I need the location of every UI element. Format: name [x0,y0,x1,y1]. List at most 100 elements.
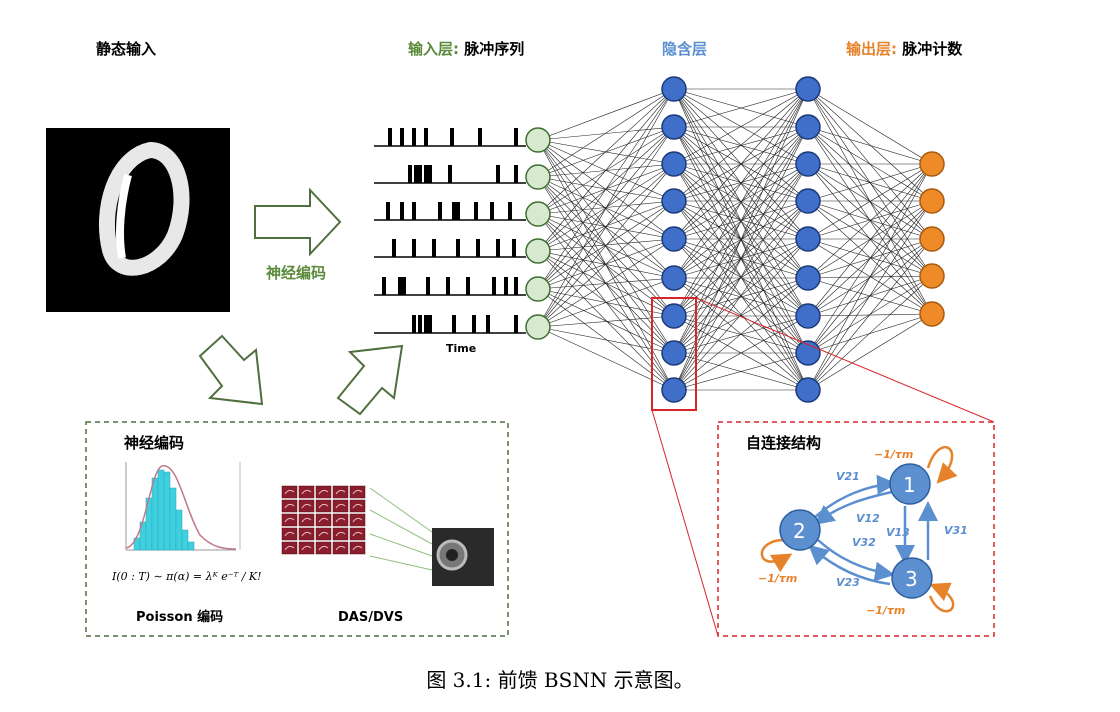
spike [408,165,412,183]
spike [450,128,454,146]
node-2-label: 2 [793,519,806,543]
dvs-cell [281,499,298,513]
spike [448,165,452,183]
input-neuron [525,276,551,302]
spike [478,128,482,146]
spike [476,239,480,257]
spike [456,239,460,257]
figure-caption: 图 3.1: 前馈 BSNN 示意图。 [426,668,694,692]
spike [466,277,470,295]
spike [402,277,406,295]
dvs-cell [349,527,366,541]
hidden-neuron [661,188,687,214]
hidden-neuron [795,377,821,403]
spike [486,315,490,333]
hidden-neuron [661,377,687,403]
dvs-camera-image [369,487,494,586]
dvs-cell [332,513,349,527]
encoding-arrow-up [336,344,404,416]
spike [452,202,456,220]
time-axis-label: Time [446,342,477,355]
dvs-cell [332,541,349,555]
spike [514,277,518,295]
spike [424,165,428,183]
node-1-label: 1 [903,473,916,497]
hidden-neuron [661,76,687,102]
spike [382,277,386,295]
spike [514,128,518,146]
input-layer-prefix: 输入层: [408,40,459,58]
dvs-cell [332,527,349,541]
spike [398,277,402,295]
encoding-arrow-down [198,334,264,406]
hidden-layer-label: 隐含层 [662,40,708,58]
zoom-line-left [651,409,719,637]
network-connections [537,88,933,391]
spike [386,202,390,220]
dvs-cell [281,541,298,555]
dvs-cell [315,527,332,541]
spike [496,165,500,183]
poisson-label: Poisson 编码 [136,610,224,625]
hidden-neuron [795,303,821,329]
spike [412,202,416,220]
hidden-neuron [661,114,687,140]
self-loop-3: −1/τm [866,604,906,617]
hidden-neuron [661,303,687,329]
hidden-neuron [661,151,687,177]
spike [514,165,518,183]
edge-v31: V31 [944,524,968,537]
hidden-neuron [661,340,687,366]
dvs-cell [349,485,366,499]
spike [412,315,416,333]
spike [418,165,422,183]
self-loop-1: −1/τm [874,448,914,461]
edge-v32: V32 [852,536,876,549]
spike [432,239,436,257]
hidden-neuron [795,188,821,214]
output-layer-prefix: 输出层: [846,40,897,58]
spike-trains [374,128,526,334]
spike [504,277,508,295]
dvs-cell [281,513,298,527]
spike [388,128,392,146]
output-neuron [919,301,945,327]
spike [424,315,428,333]
zoom-line-right [695,297,995,423]
dvs-cell [298,541,315,555]
dvs-cell [281,527,298,541]
dvs-cell [332,485,349,499]
spike [428,315,432,333]
output-layer-suffix: 脉冲计数 [897,40,963,58]
spike [512,239,516,257]
neural-encoding-arrow-label: 神经编码 [266,264,327,282]
dvs-cell [349,541,366,555]
input-neuron [525,201,551,227]
spike [514,315,518,333]
input-neuron [525,314,551,340]
das-dvs-label: DAS/DVS [338,610,404,625]
output-neuron [919,151,945,177]
node-3-label: 3 [905,567,918,591]
self-connection-graph [760,446,958,613]
spike [438,202,442,220]
spike [414,165,418,183]
input-neuron [525,238,551,264]
input-neuron [525,127,551,153]
input-layer-label: 输入层: 脉冲序列 [408,38,524,59]
self-connection-title: 自连接结构 [746,434,822,452]
edge-v23: V23 [836,576,860,589]
hidden-neuron [795,76,821,102]
poisson-formula: I(0 : T) ∼ π(α) = λᴷ e⁻ᵀ / K! [112,570,262,583]
edge-v13: V13 [886,526,910,539]
dvs-cell [315,541,332,555]
spike [452,315,456,333]
spike [426,277,430,295]
self-connection-box [717,421,995,637]
spike [412,128,416,146]
output-neuron [919,226,945,252]
hidden-neuron [661,226,687,252]
spike [418,315,422,333]
dvs-cell [332,499,349,513]
